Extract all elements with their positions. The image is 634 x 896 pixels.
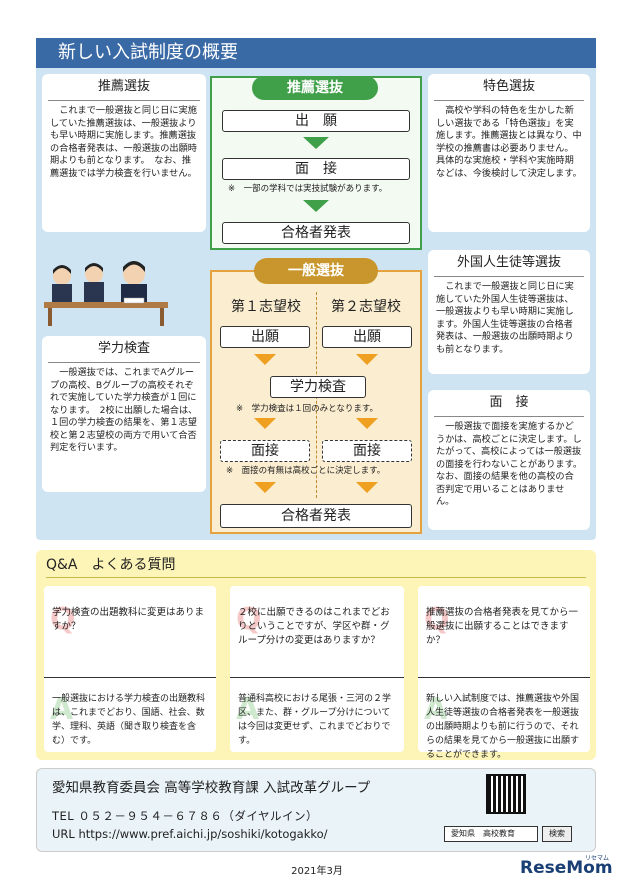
a-mark-icon: A — [236, 692, 260, 727]
down-arrow-icon — [254, 482, 276, 493]
a-mark-icon: A — [50, 692, 74, 727]
qa-card: Q A 推薦選抜の合格者発表を見てから一般選抜に出願することはできますか？ 新し… — [418, 586, 590, 760]
ippan-flow-heading: 一般選抜 — [254, 258, 378, 284]
mensetsu-info-body: 一般選抜で面接を実施するかどうかは、高校ごとに決定します。したがって、高校によっ… — [436, 421, 587, 507]
down-arrow-icon — [303, 200, 329, 212]
suisen-info-box: 推薦選抜 これまで一般選抜と同じ日に実施していた推薦選抜は、一般選抜よりも早い時… — [42, 74, 206, 232]
search-box[interactable]: 愛知県 高校教育 — [444, 826, 538, 842]
website-url[interactable]: URL https://www.pref.aichi.jp/soshiki/ko… — [52, 827, 328, 841]
qa-answer: 一般選抜における学力検査の出題教科は、これまでどおり、国語、社会、数学、理科、英… — [52, 694, 206, 746]
second-choice-apply: 出願 — [322, 326, 412, 348]
qa-answer: 普通科高校における尾張・三河の２学区、また、群・グループ分けについては今回は変更… — [238, 694, 392, 746]
tokushoku-info-body: 高校や学科の特色を生かした新しい選抜である「特色選抜」を実施します。推薦選抜とは… — [436, 105, 582, 179]
down-arrow-icon — [356, 482, 378, 493]
gakuryoku-test-step: 学力検査 — [270, 376, 366, 398]
q-mark-icon: Q — [50, 602, 76, 637]
phone-number: TEL ０５２－９５４－６７８６（ダイヤルイン） — [52, 809, 319, 823]
qa-title: Q&A よくある質問 — [46, 554, 586, 578]
gaikokujin-info-box: 外国人生徒等選抜 これまで一般選抜と同じ日に実施していた外国人生徒等選抜は、一般… — [428, 250, 590, 374]
suisen-info-title: 推薦選抜 — [48, 74, 200, 101]
first-choice-apply: 出願 — [220, 326, 310, 348]
second-choice-interview: 面接 — [322, 440, 412, 462]
q-mark-icon: Q — [236, 602, 262, 637]
resemom-logo-sub: リセマム — [585, 855, 610, 862]
mensetsu-info-box: 面 接 一般選抜で面接を実施するかどうかは、高校ごとに決定します。したがって、高… — [428, 390, 590, 530]
qa-question: ２校に出願できるのはこれまでどおりということですが、学区や群・グループ分けの変更… — [230, 586, 404, 678]
gakuryoku-info-title: 学力検査 — [48, 336, 200, 363]
page-title: 新しい入試制度の概要 — [36, 38, 596, 68]
tokushoku-info-title: 特色選抜 — [434, 74, 584, 101]
tokushoku-info-box: 特色選抜 高校や学科の特色を生かした新しい選抜である「特色選抜」を実施します。推… — [428, 74, 590, 232]
qr-code-icon — [486, 774, 526, 814]
suisen-note: ※ 一部の学科では実技試験があります。 — [228, 184, 388, 194]
gakuryoku-info-box: 学力検査 一般選抜では、これまでAグループの高校、Bグループの高校それぞれで実施… — [42, 336, 206, 492]
org-name: 愛知県教育委員会 高等学校教育課 入試改革グループ — [52, 780, 371, 796]
down-arrow-icon — [254, 418, 276, 429]
suisen-flow-heading: 推薦選抜 — [252, 76, 378, 100]
down-arrow-icon — [254, 354, 276, 365]
qa-answer: 新しい入試制度では、推薦選抜や外国人生徒等選抜の合格者発表を一般選抜の出願時期よ… — [426, 694, 580, 760]
first-choice-interview: 面接 — [220, 440, 310, 462]
suisen-step-interview: 面 接 — [222, 158, 410, 180]
gakuryoku-info-body: 一般選抜では、これまでAグループの高校、Bグループの高校それぞれで実施していた学… — [50, 367, 198, 453]
suisen-info-body: これまで一般選抜と同じ日に実施していた推薦選抜は、一般選抜よりも早い時期に実施し… — [50, 105, 197, 179]
ippan-result-step: 合格者発表 — [220, 504, 412, 528]
gaikokujin-info-body: これまで一般選抜と同じ日に実施していた外国人生徒等選抜は、一般選抜よりも早い時期… — [436, 281, 574, 355]
gaikokujin-info-title: 外国人生徒等選抜 — [434, 250, 584, 277]
mensetsu-info-title: 面 接 — [434, 390, 584, 417]
test-note: ※ 学力検査は１回のみとなります。 — [236, 404, 379, 414]
down-arrow-icon — [356, 354, 378, 365]
down-arrow-icon — [356, 418, 378, 429]
q-mark-icon: Q — [424, 602, 450, 637]
a-mark-icon: A — [424, 692, 448, 727]
suisen-step-apply: 出 願 — [222, 110, 410, 132]
search-button[interactable]: 検索 — [542, 826, 572, 842]
students-illustration — [44, 261, 168, 326]
qa-question: 推薦選抜の合格者発表を見てから一般選抜に出願することはできますか？ — [418, 586, 590, 678]
qa-card: Q A ２校に出願できるのはこれまでどおりということですが、学区や群・グループ分… — [230, 586, 404, 752]
issue-date: 2021年3月 — [291, 866, 343, 877]
suisen-step-result: 合格者発表 — [222, 222, 410, 244]
qa-card: Q A 学力検査の出題教科に変更はありますか？ 一般選抜における学力検査の出題教… — [44, 586, 216, 752]
first-choice-label: 第１志望校 — [231, 299, 301, 315]
second-choice-label: 第２志望校 — [331, 299, 401, 315]
interview-note: ※ 面接の有無は高校ごとに決定します。 — [226, 466, 386, 476]
down-arrow-icon — [303, 137, 329, 149]
qa-question: 学力検査の出題教科に変更はありますか？ — [44, 586, 216, 678]
resemom-logo: ReseMom — [520, 858, 613, 878]
